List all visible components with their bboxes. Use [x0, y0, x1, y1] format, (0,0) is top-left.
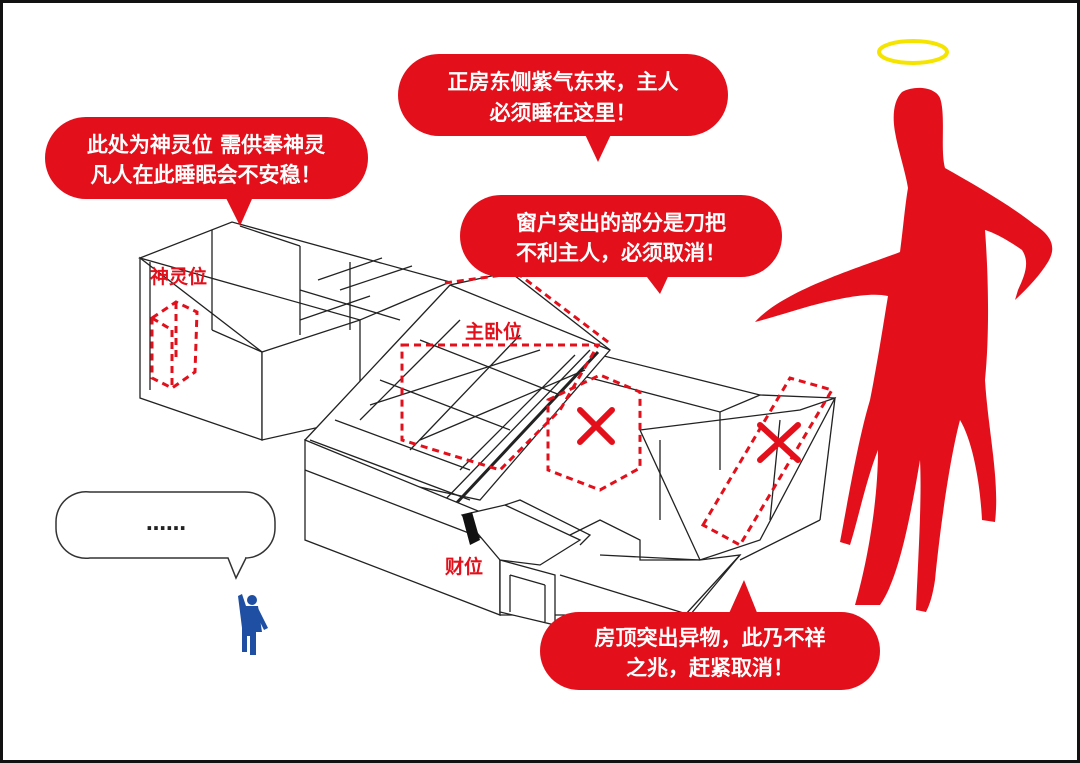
bubble-window-line1: 窗户突出的部分是刀把: [516, 211, 726, 235]
bubble-roof-line1: 房顶突出异物，此乃不祥: [595, 626, 826, 650]
bubble-east-line1: 正房东侧紫气东来，主人: [448, 70, 679, 94]
bubble-spirit-line1: 此处为神灵位 需供奉神灵: [87, 133, 326, 157]
bubble-spirit: 此处为神灵位 需供奉神灵 凡人在此睡眠会不安稳！: [45, 117, 368, 226]
spirit-figure: [755, 39, 1053, 612]
right-wing-floor: [639, 396, 837, 561]
house-drawing: [137, 221, 837, 626]
master-bedroom-label: 主卧位: [465, 320, 522, 343]
bubble-window-line2: 不利主人，必须取消！: [516, 241, 726, 265]
gate-roof: [460, 504, 582, 566]
house-diagram: 神灵位 主卧位 财位 此处为神灵位 需供奉神灵 凡人在此睡眠会不安稳！ 正房东侧…: [45, 39, 1053, 690]
person-ellipsis: ……: [146, 511, 186, 535]
bubble-east-line2: 必须睡在这里！: [490, 101, 637, 125]
bubble-window: 窗户突出的部分是刀把 不利主人，必须取消！: [460, 195, 782, 294]
wealth-position-label: 财位: [445, 555, 483, 578]
bubble-east: 正房东侧紫气东来，主人 必须睡在这里！: [398, 54, 728, 162]
spirit-position-label: 神灵位: [150, 265, 207, 288]
bubble-roof-line2: 之兆，赶紧取消！: [626, 656, 794, 680]
person-figure: [238, 594, 268, 655]
halo-icon: [877, 39, 949, 65]
master-bedroom-box: [400, 343, 601, 472]
window-protrusion-box: [546, 373, 642, 492]
bubble-roof: 房顶突出异物，此乃不祥 之兆，赶紧取消！: [540, 580, 880, 690]
bubble-spirit-line2: 凡人在此睡眠会不安稳！: [91, 163, 322, 187]
bubble-person: ……: [55, 490, 276, 580]
